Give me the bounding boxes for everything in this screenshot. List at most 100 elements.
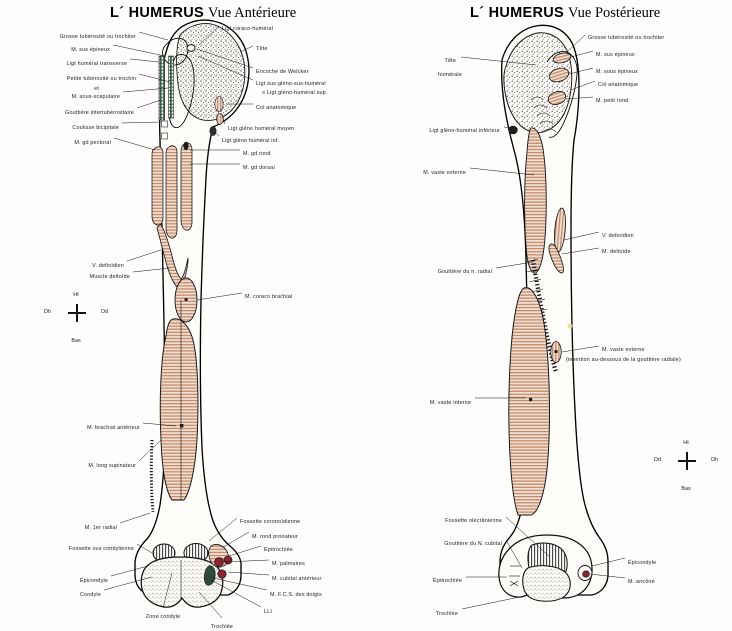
anatomy-label: M. rond pronateur <box>252 534 298 540</box>
anatomy-label: Épicondyle <box>628 560 657 566</box>
anatomy-label: M. brachial antérieur <box>87 425 140 431</box>
leader-lines-center <box>162 572 223 619</box>
epitrochlea-marker <box>223 555 233 565</box>
coracobrachialis-marker <box>184 298 188 301</box>
anatomy-label: Trochlée <box>435 611 458 617</box>
anatomy-label: M. coraco brachial <box>245 294 293 300</box>
latissimus-dorsi-insertion <box>180 142 193 231</box>
anatomy-label: M. ancôné <box>628 579 655 585</box>
deltoid-insertion-posterior <box>548 243 564 274</box>
anatomy-label: M. vaste interne <box>429 400 471 406</box>
compass-left-label: Dh <box>44 309 51 315</box>
scan-artifact-speck <box>567 323 573 329</box>
anatomy-label: M. petit rond <box>596 98 629 104</box>
anatomy-label: M. sous épineux <box>596 69 638 75</box>
coracobrachialis-insertion <box>174 277 198 323</box>
title-anterior-main: L´ HUMERUS <box>110 5 205 21</box>
compass-bottom-label: Bas <box>71 338 81 344</box>
compass-right-label-posterior: Dh <box>711 457 718 463</box>
anatomy-label: Petite tubérosité ou trochin <box>66 76 136 82</box>
anatomy-label: Grosse tubérosité ou trochiter <box>588 35 665 41</box>
pronator-teres-insertion <box>208 544 229 568</box>
ulnar-collateral-ligament <box>203 565 216 586</box>
teres-major-insertion <box>165 145 178 239</box>
anatomy-label: LLI <box>264 609 273 615</box>
lateral-epicondyle <box>577 565 593 581</box>
infraspinatus-insertion <box>548 67 570 83</box>
anatomy-label: Ligt gléno huméral inf. <box>222 138 280 144</box>
anatomy-label: Encoche de Welcker <box>256 69 309 75</box>
radial-groove-rungs <box>525 258 548 313</box>
anatomy-label: Ligt coraco-huméral <box>222 26 274 32</box>
subscapularis-insertion <box>168 54 195 129</box>
anatomy-label: Zone condyle <box>145 614 181 620</box>
anatomy-label: Grosse tubérosité ou trochiter <box>59 34 136 40</box>
posterior-trochlea <box>522 565 571 602</box>
bicipital-groove-marker-2 <box>161 132 168 140</box>
vastus-externus-lower-insertion <box>550 341 562 363</box>
inferior-glenohumeral-ligament-marker <box>508 125 518 135</box>
posterior-distal-epiphysis <box>498 534 593 599</box>
anatomy-label: M. palmaires <box>272 561 306 567</box>
welcker-notch <box>186 44 196 52</box>
anatomy-label: M. gd rond <box>243 151 271 157</box>
vastus-internus-marker <box>529 398 533 402</box>
anatomy-label: Coulisse bicipitale <box>72 125 119 131</box>
anatomy-label: Fossette sus condylienne <box>68 546 134 552</box>
anatomy-label: (insertion au-dessous de la gouttière ra… <box>566 357 681 363</box>
anatomy-label: M. vaste externe <box>423 170 466 176</box>
compass-left-label-posterior: Dd <box>654 457 661 463</box>
anatomy-label: Gouttière du N. cubital <box>444 541 502 547</box>
anatomical-neck-arcs <box>530 96 557 133</box>
anatomy-label: Ligt huméral transverse <box>66 61 127 67</box>
deltoid-vein-oval <box>554 207 566 253</box>
anatomy-label: Gouttière du n. radial <box>437 269 492 275</box>
anatomy-label: M. deltoïde <box>602 249 631 255</box>
coronoid-fossa <box>183 543 209 563</box>
title-anterior-sub: Vue Antérieure <box>208 5 297 21</box>
anatomy-label: Ligt gléno huméral moyen <box>228 126 295 132</box>
supraspinatus-insertion <box>552 52 572 64</box>
compass-top-label-posterior: Ht <box>683 440 689 446</box>
anatomy-label: V. deltoïdien <box>602 233 634 239</box>
anatomy-label: Ligt gléno-huméral inférieur <box>429 128 500 134</box>
anatomy-label: Épitrochlée <box>433 578 462 584</box>
greater-tuberosity <box>162 37 189 66</box>
anconeus-insertion <box>582 570 590 578</box>
anatomy-label: Ligt sus-gléno-sus-huméral <box>256 81 326 87</box>
orientation-compass-posterior: Ht Bas Dd Dh <box>654 440 718 492</box>
posterior-humerus-illustration <box>460 24 626 610</box>
orientation-compass-anterior: Ht Bas Dh Dd <box>44 292 108 344</box>
anatomy-label: M. F.C.S. des doigts <box>270 592 322 598</box>
intertubercular-groove-band <box>168 55 174 119</box>
compass-bottom-label-posterior: Bas <box>681 486 691 492</box>
glenohumeral-ligament-oval-upper <box>214 96 224 112</box>
vastus-externus-lower-marker <box>554 350 558 353</box>
compass-vertical-axis-posterior <box>686 452 688 470</box>
anatomy-label: Fossette coronoïdienne <box>240 519 301 525</box>
title-posterior-main: L´ HUMERUS <box>470 5 565 21</box>
leader-lines-posterior-right <box>561 34 626 579</box>
ulnar-nerve-groove-marks <box>509 565 521 587</box>
transverse-humeral-ligament-band <box>158 55 165 121</box>
triceps-lateral-head-insertion <box>524 127 547 274</box>
triceps-medial-head-insertion <box>508 287 550 516</box>
anatomy-label: M. vaste externe <box>602 347 645 353</box>
anatomy-label: M. cubital antérieur <box>272 576 322 582</box>
leader-lines-posterior-left <box>460 56 551 610</box>
compass-right-label: Dd <box>101 309 108 315</box>
posterior-tubercle-ridge <box>546 51 578 138</box>
anatomy-label: Col anatomique <box>598 82 639 88</box>
compass-vertical-axis <box>76 304 78 322</box>
brachialis-anterior-insertion <box>159 318 199 501</box>
glenohumeral-ligament-inferior <box>209 126 217 136</box>
lateral-supracondylar-ridge <box>149 439 155 513</box>
palmaris-insertion <box>214 557 224 567</box>
anatomy-label: M. sus épineux <box>71 47 110 53</box>
distal-epiphysis-condyle <box>140 556 224 608</box>
anatomy-label: humérale <box>438 72 462 78</box>
olecranon-fossa <box>527 542 568 583</box>
anatomy-label: Gouttière intertubérositaire <box>65 110 134 116</box>
